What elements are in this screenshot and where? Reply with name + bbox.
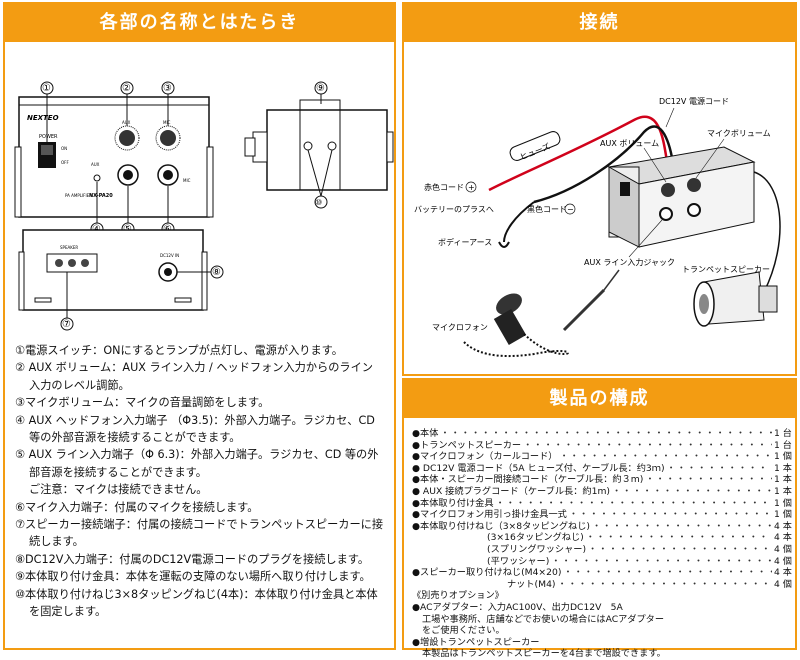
desc-line: ⑨本体取り付け金具：本体を運転の支障のない場所へ取り付けします。 xyxy=(15,570,371,584)
desc-line: ⑥マイク入力端子：付属のマイクを接続します。 xyxy=(15,500,259,514)
dc-cord-label: DC12V 電源コード xyxy=(659,97,729,106)
mic-volume-label: マイクボリューム xyxy=(707,129,771,138)
desc-line: 続します。 xyxy=(29,535,84,549)
black-wire xyxy=(533,125,676,204)
list-item: ● DC12V 電源コード（5A ヒューズ付、ケーブル長：约3ｍ)1 本 xyxy=(412,463,792,475)
list-item: ●トランペットスピーカー1 台 xyxy=(412,440,792,452)
mic-volume-knob xyxy=(160,130,176,146)
options-line: 本製品はトランペットスピーカーを4台まで増設できます。 xyxy=(422,648,666,660)
desc-line: ④ AUX ヘッドフォン入力端子 （Φ3.5)：外部入力端子。ラジカセ、CD xyxy=(15,413,375,427)
list-item: ●本体1 台 xyxy=(412,428,792,440)
aux-volume-label: AUX ボリューム xyxy=(600,139,659,148)
options-line: をご使用ください。 xyxy=(422,625,505,637)
parts-title: 各部の名称とはたらき xyxy=(5,4,394,42)
list-item: ●マイクロフォン用引っ掛け金具一式1 個 xyxy=(412,509,792,521)
model-text: NX-PA20 xyxy=(89,193,113,199)
desc-line: ①電源スイッチ：ONにするとランプが点灯し、電源が入ります。 xyxy=(15,344,343,357)
desc-line: 部音源を接続することができます。 xyxy=(29,465,207,479)
microphone xyxy=(496,293,522,315)
fuse-holder xyxy=(509,131,561,161)
desc-line: ⑦スピーカー接続端子：付属の接続コードでトランペットスピーカーに接 xyxy=(15,518,384,532)
options-block: 《別売りオプション》 ●ACアダプター：入力AC100V、出力DC12V 5A … xyxy=(412,590,792,660)
vol-text: AUX xyxy=(122,120,131,125)
aux-volume-knob-conn xyxy=(661,183,675,197)
parts-descriptions: ①電源スイッチ：ONにするとランプが点灯し、電源が入ります。 ② AUX ボリュ… xyxy=(15,342,390,621)
composition-title: 製品の構成 xyxy=(404,380,795,418)
side-view xyxy=(266,109,388,191)
mic-volume-knob-conn xyxy=(687,178,701,192)
desc-line: ⑧DC12V入力端子：付属のDC12V電源コードのプラグを接続します。 xyxy=(15,552,370,566)
list-item: ●マイクロフォン（カールコード）1 個 xyxy=(412,451,792,463)
trumpet-label: トランペットスピーカー xyxy=(682,265,770,274)
desc-line: 等の外部音源を接続することができます。 xyxy=(29,431,241,445)
battery-label: バッテリーのプラスへ xyxy=(414,205,494,214)
callout-9: ⑨ xyxy=(316,83,325,94)
aux-headphone-jack xyxy=(93,174,101,182)
list-item: ● AUX 接続プラグコード（ケーブル長：約1m)1 本 xyxy=(412,486,792,498)
red-wire xyxy=(488,115,671,192)
composition-list: ●本体1 台 ●トランペットスピーカー1 台 ●マイクロフォン（カールコード）1… xyxy=(412,428,792,660)
callout-8: ⑧ xyxy=(212,267,221,278)
callout-3: ③ xyxy=(163,83,172,94)
aux-volume-knob xyxy=(119,130,135,146)
on-text: ON xyxy=(61,146,67,151)
callout-1: ① xyxy=(42,83,51,94)
speaker-text: SPEAKER xyxy=(60,245,78,250)
list-item: (平ワッシャー)4 個 xyxy=(412,556,792,568)
parts-panel: 各部の名称とはたらき NEXTEO POWER ON OFF AUX MIC A… xyxy=(3,2,396,650)
aux-line-jack xyxy=(123,170,133,180)
sub-text: PA AMPLIFIER xyxy=(65,193,92,198)
connection-diagram: ヒューズ DC12V 電源コード AUX ボリューム マイクボリューム xyxy=(414,97,781,358)
mic-jack xyxy=(163,170,173,180)
desc-line: ⑤ AUX ライン入力端子（Φ 6.3)：外部入力端子。ラジカセ、CD 等の外 xyxy=(15,448,379,462)
connection-title: 接続 xyxy=(404,4,795,42)
desc-line: ご注意：マイクは接続できません。 xyxy=(29,483,208,497)
desc-line: 入力のレベル調節。 xyxy=(29,378,130,392)
list-item: ナット(M4)4 個 xyxy=(412,579,792,591)
list-item: ●本体取り付け金具1 個 xyxy=(412,498,792,510)
list-item: ●スピーカー取り付けねじ(M4×20)4 本 xyxy=(412,567,792,579)
connection-panel: 接続 ヒューズ DC12V 電源コード xyxy=(402,2,797,376)
list-item: ●本体取り付けねじ（3×8タッピングねじ)4 本 xyxy=(412,521,792,533)
desc-line: ③マイクボリューム：マイクの音量調節をします。 xyxy=(15,396,270,410)
minus-sign: − xyxy=(567,205,574,214)
callout-10: ⑩ xyxy=(315,198,322,207)
options-line: ●増設トランペットスピーカー xyxy=(412,636,540,648)
mic-label: マイクロフォン xyxy=(432,323,488,332)
desc-line: ② AUX ボリューム：AUX ライン入力 / ヘッドフォン入力からのライン xyxy=(15,361,373,375)
list-item: (3×16タッピングねじ)4 本 xyxy=(412,532,792,544)
composition-panel: 製品の構成 ●本体1 台 ●トランペットスピーカー1 台 ●マイクロフォン（カー… xyxy=(402,378,797,659)
options-line: 工場や事務所、店舗などでお使いの場合にはACアダプター xyxy=(422,613,665,625)
options-line: 《別売りオプション》 xyxy=(412,590,504,602)
list-item: ●本体・スピーカー間接続コード（ケーブル長：約３m)1 本 xyxy=(412,474,792,486)
power-text: POWER xyxy=(39,134,58,140)
options-line: ●ACアダプター：入力AC100V、出力DC12V 5A xyxy=(412,601,623,613)
aux-text: AUX xyxy=(91,162,100,167)
off-text: OFF xyxy=(61,160,69,165)
mic-jack-text: MIC xyxy=(183,178,191,183)
callout-7: ⑦ xyxy=(62,319,71,330)
dc-text: DC12V IN xyxy=(160,253,179,258)
plus-sign: + xyxy=(468,183,475,192)
front-panel-diagram: NEXTEO POWER ON OFF AUX MIC AUX MIC PA A… xyxy=(14,81,394,331)
mic-vol-text: MIC xyxy=(163,120,171,125)
desc-line: ⑩本体取り付けねじ3×8タッピングねじ(4本)：本体取り付け金具と本体 xyxy=(15,587,378,601)
callout-2: ② xyxy=(122,83,131,94)
mount-bracket xyxy=(299,99,341,191)
list-item: (スプリングワッシャー)4 個 xyxy=(412,544,792,556)
earth-label: ボディーアース xyxy=(438,237,492,247)
brand-text: NEXTEO xyxy=(27,114,59,122)
red-cord-label: 赤色コード xyxy=(424,182,464,192)
black-cord-label: 黒色コード xyxy=(527,204,567,214)
aux-jack-label: AUX ライン入力ジャック xyxy=(584,257,675,267)
desc-line: を固定します。 xyxy=(29,605,107,619)
aux-jack-conn xyxy=(659,207,673,221)
